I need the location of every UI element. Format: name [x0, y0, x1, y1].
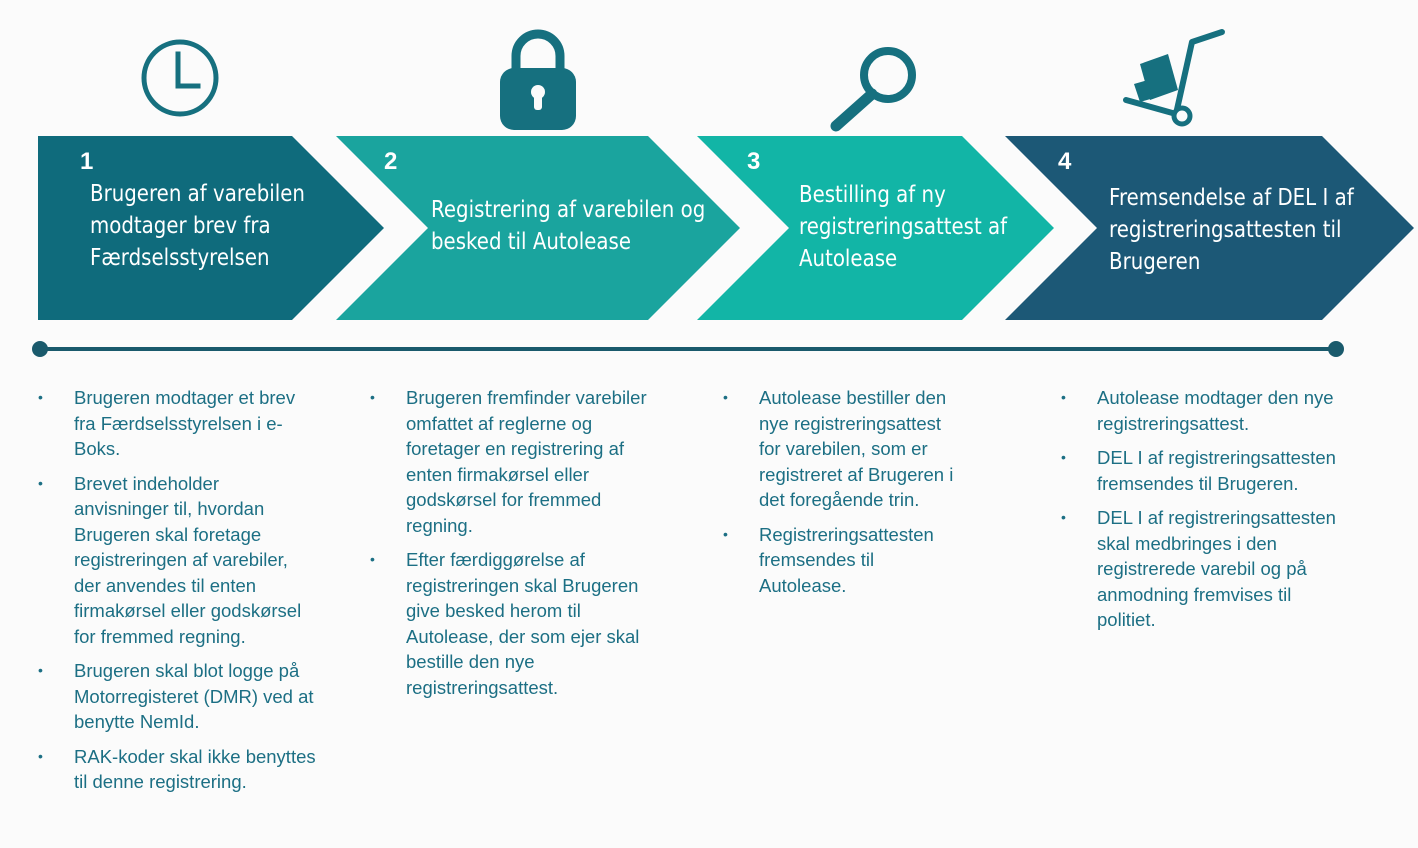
padlock-icon [500, 29, 576, 130]
timeline [32, 341, 1344, 357]
hand-truck-icon [1123, 29, 1225, 127]
step-4-chevron [1005, 136, 1414, 320]
step-4-number: 4 [1058, 148, 1072, 175]
timeline-start-dot [32, 341, 48, 357]
clock-icon [141, 39, 219, 117]
timeline-end-dot [1328, 341, 1344, 357]
step-2-number: 2 [384, 148, 398, 175]
process-chevrons [38, 136, 1414, 320]
step-3-number: 3 [747, 148, 761, 175]
step-2-chevron [336, 136, 740, 320]
step-1-number: 1 [80, 148, 94, 175]
magnifier-icon [830, 47, 916, 132]
step-3-chevron [697, 136, 1054, 320]
step-1-chevron [38, 136, 384, 320]
